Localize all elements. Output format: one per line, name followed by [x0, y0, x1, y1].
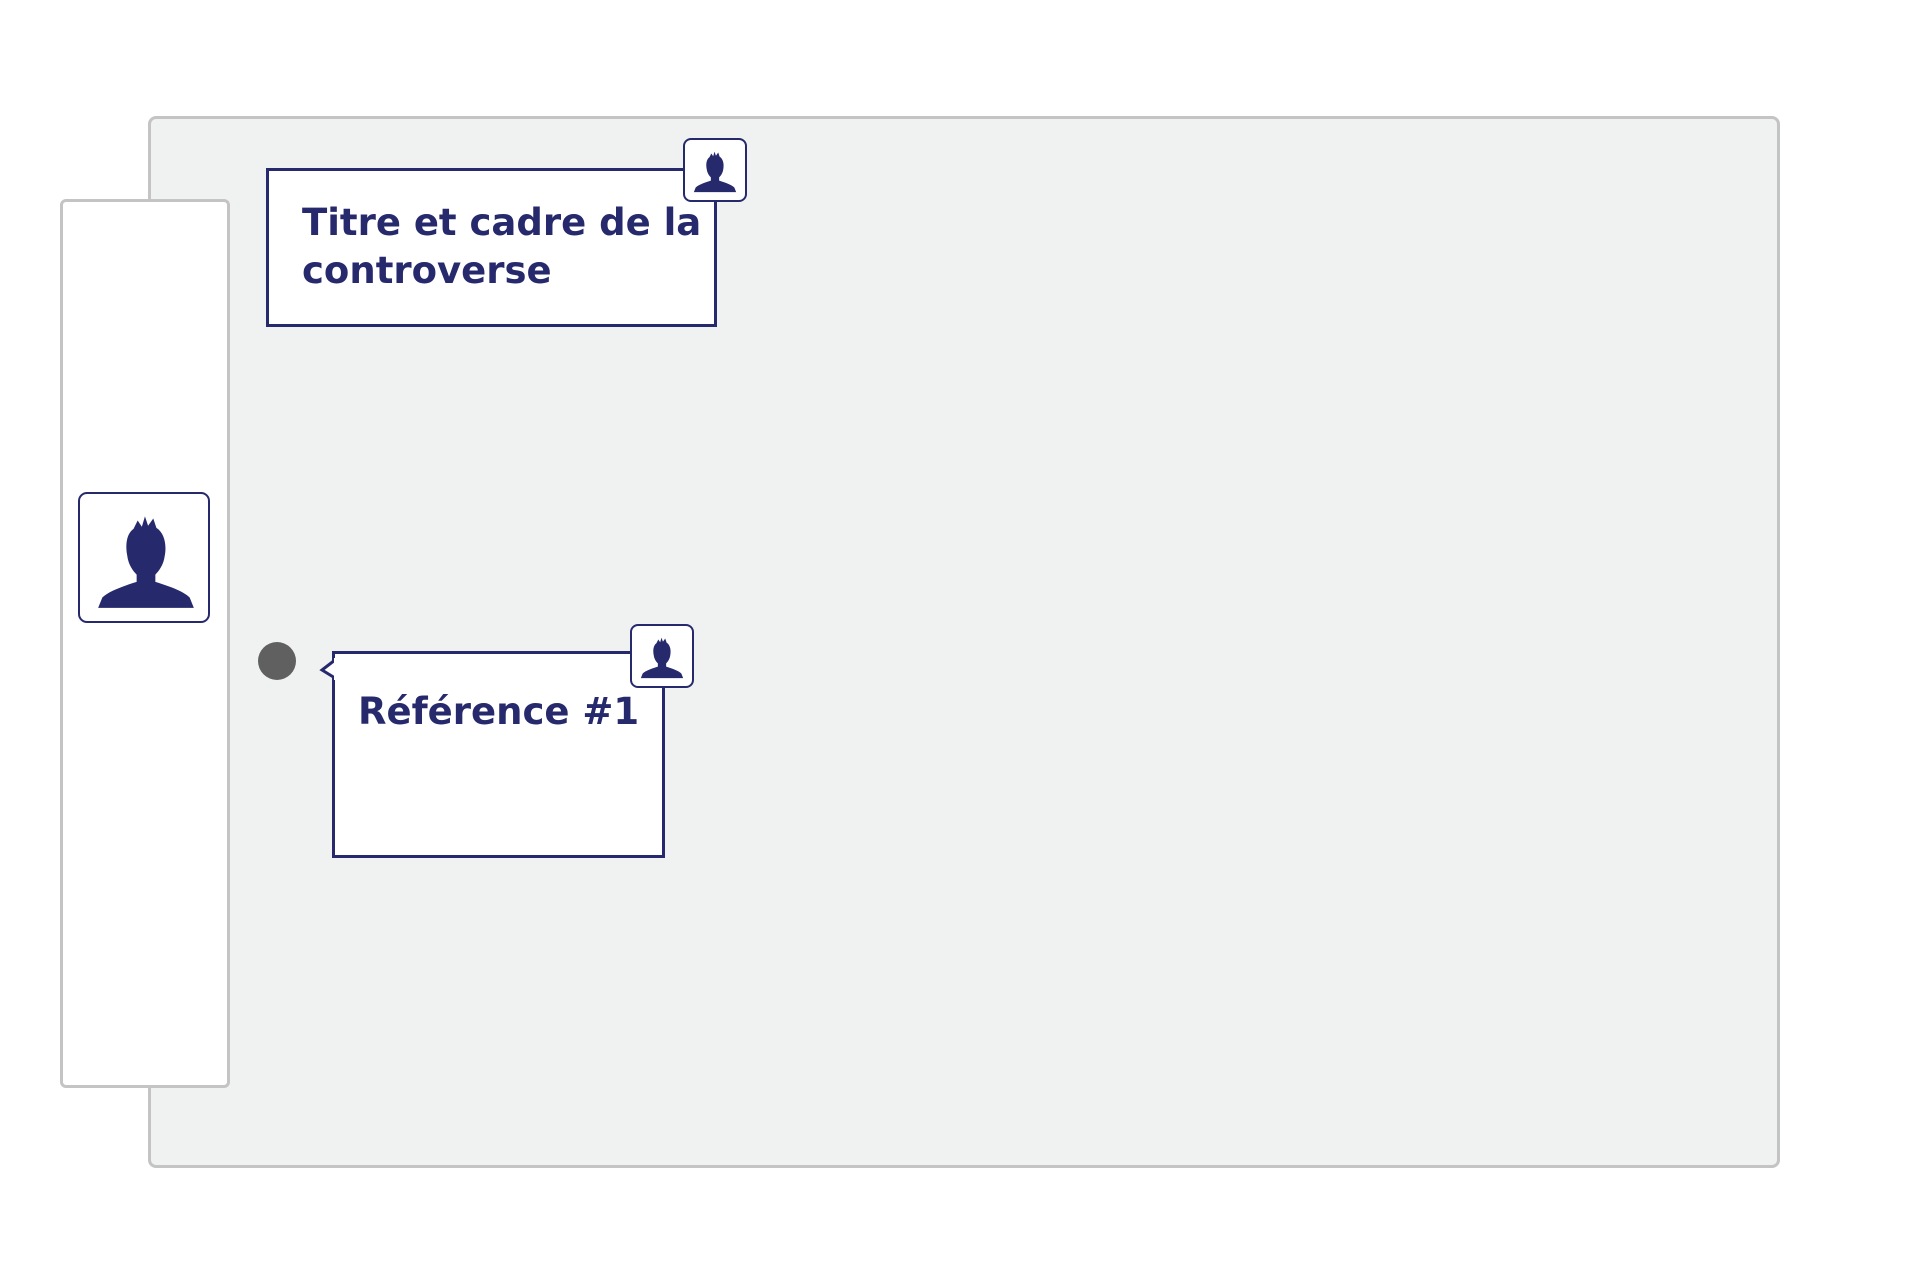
- title-card-author-badge[interactable]: [683, 138, 747, 202]
- reference-card-text: Référence #1: [358, 690, 640, 733]
- timeline-dot[interactable]: [258, 642, 296, 680]
- person-silhouette-icon: [98, 516, 194, 608]
- speech-pointer: [319, 658, 339, 680]
- person-silhouette-icon: [693, 151, 737, 193]
- reference-card[interactable]: Référence #1: [332, 651, 665, 858]
- title-card[interactable]: Titre et cadre de la controverse: [266, 168, 717, 327]
- person-silhouette-icon: [640, 637, 684, 679]
- side-panel: [60, 199, 230, 1088]
- title-card-text: Titre et cadre de la controverse: [302, 201, 702, 292]
- reference-card-author-badge[interactable]: [630, 624, 694, 688]
- side-avatar[interactable]: [78, 492, 210, 623]
